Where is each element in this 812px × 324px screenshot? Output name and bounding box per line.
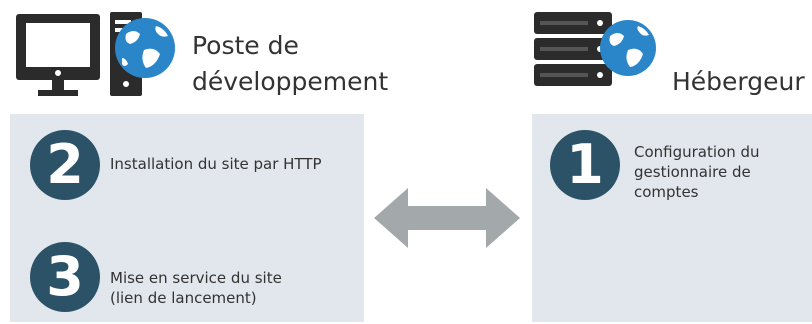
- host-title: Hébergeur: [672, 67, 805, 96]
- server-globe-icon: [534, 12, 656, 86]
- workstation-panel: 2 Installation du site par HTTP 3 Mise e…: [10, 114, 364, 322]
- workstation-title: Poste de développement: [192, 31, 389, 96]
- step-badge: 2: [30, 130, 100, 200]
- step-description: Mise en service du site (lien de lanceme…: [110, 269, 282, 307]
- desktop-computer-globe-icon: [16, 12, 175, 96]
- step-badge: 3: [30, 242, 100, 312]
- host-panel: 1 Configuration du gestionnaire de compt…: [532, 114, 812, 322]
- step-badge: 1: [550, 130, 620, 200]
- step-description: Configuration du gestionnaire de comptes: [634, 143, 760, 201]
- step-description: Installation du site par HTTP: [110, 155, 322, 173]
- double-arrow-icon: [374, 188, 520, 248]
